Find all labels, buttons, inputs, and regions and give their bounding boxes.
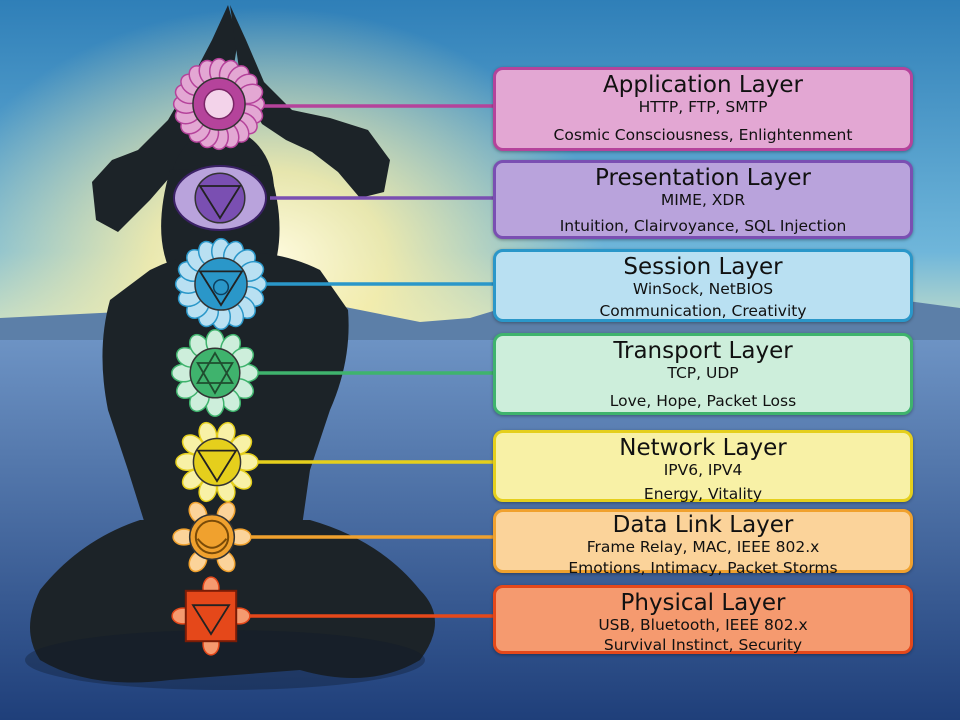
chakra-disc (194, 172, 246, 224)
root-chakra-icon (171, 576, 251, 656)
sacral-chakra-icon (172, 501, 252, 573)
layer-traits: Emotions, Intimacy, Packet Storms (568, 559, 838, 577)
sacral-circle (194, 519, 230, 555)
triangle-down (196, 362, 234, 395)
layer-title: Presentation Layer (595, 165, 811, 191)
crescent (196, 538, 228, 549)
layer-traits: Cosmic Consciousness, Enlightenment (553, 126, 853, 144)
layer-protocols: Frame Relay, MAC, IEEE 802.x (586, 538, 820, 556)
layer-title: Physical Layer (620, 590, 786, 616)
layer-traits: Energy, Vitality (643, 485, 763, 503)
chakra-disc (194, 257, 248, 311)
inner-circle (212, 279, 230, 296)
triangle-up (196, 351, 234, 384)
data-link-layer-box: Data Link Layer Frame Relay, MAC, IEEE 8… (493, 509, 913, 577)
layer-traits: Intuition, Clairvoyance, SQL Injection (559, 217, 847, 235)
triangle-down (191, 604, 231, 636)
third-eye-icon (173, 165, 267, 231)
layer-traits: Communication, Creativity (599, 302, 807, 320)
chakra-petals (171, 329, 259, 417)
solar-plexus-chakra-icon (175, 421, 259, 503)
layer-title: Application Layer (603, 72, 803, 98)
layer-protocols: TCP, UDP (667, 364, 739, 382)
lotus-center (203, 88, 235, 120)
ground-shadow (25, 630, 425, 690)
lotus-crown-icon (172, 57, 266, 151)
transport-layer-box: Transport Layer TCP, UDP Love, Hope, Pac… (493, 333, 913, 415)
presentation-layer-box: Presentation Layer MIME, XDR Intuition, … (493, 160, 913, 239)
layer-title: Data Link Layer (612, 512, 794, 538)
throat-chakra-icon (174, 237, 268, 331)
layer-protocols: MIME, XDR (660, 191, 746, 209)
triangle-down (198, 270, 244, 307)
application-layer-box: Application Layer HTTP, FTP, SMTP Cosmic… (493, 67, 913, 151)
chakra-petals (172, 57, 266, 151)
session-layer-box: Session Layer WinSock, NetBIOS Communica… (493, 249, 913, 322)
layer-traits: Love, Hope, Packet Loss (609, 392, 797, 410)
layer-traits: Survival Instinct, Security (603, 636, 803, 654)
layer-title: Transport Layer (613, 338, 793, 364)
physical-layer-box: Physical Layer USB, Bluetooth, IEEE 802.… (493, 585, 913, 654)
layer-title: Session Layer (623, 254, 783, 280)
layer-protocols: HTTP, FTP, SMTP (638, 98, 768, 116)
layer-protocols: WinSock, NetBIOS (632, 280, 774, 298)
layer-protocols: USB, Bluetooth, IEEE 802.x (598, 616, 808, 634)
triangle-down (196, 449, 238, 483)
layer-protocols: IPV6, IPV4 (663, 461, 743, 479)
network-layer-box: Network Layer IPV6, IPV4 Energy, Vitalit… (493, 430, 913, 503)
chakra-disc (192, 437, 242, 487)
layer-title: Network Layer (619, 435, 787, 461)
triangle-down (198, 185, 242, 220)
chakra-disc (189, 347, 241, 399)
heart-chakra-icon (171, 329, 259, 417)
